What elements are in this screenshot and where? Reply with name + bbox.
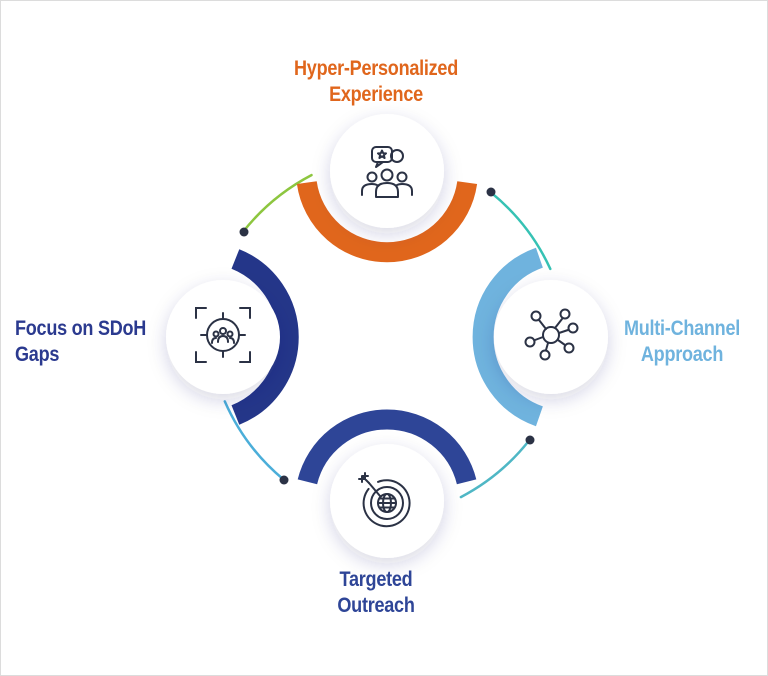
label-line: Approach bbox=[640, 343, 724, 366]
connector-dot-right-bottom bbox=[525, 435, 535, 445]
label-line: Experience bbox=[329, 83, 423, 106]
node-hyper-personalized bbox=[296, 114, 478, 263]
connector-dot-top-right bbox=[486, 187, 496, 197]
node-top-disc bbox=[330, 114, 444, 228]
label-multi-channel: Multi-Channel Approach bbox=[618, 316, 747, 368]
label-line: Focus on SDoH bbox=[15, 317, 147, 340]
connector-dot-left-bottom bbox=[279, 475, 289, 485]
node-focus-sdoh bbox=[166, 249, 299, 425]
node-multi-channel bbox=[472, 247, 608, 427]
focus-group-icon bbox=[195, 307, 251, 363]
node-right-disc bbox=[494, 280, 608, 394]
connector-top-left bbox=[241, 173, 313, 234]
node-bottom-disc bbox=[330, 444, 444, 558]
connector-left-bottom bbox=[223, 400, 285, 481]
label-focus-sdoh: Focus on SDoH Gaps bbox=[15, 316, 153, 368]
connector-top-right bbox=[489, 191, 552, 271]
connector-dot-top-left bbox=[239, 227, 249, 237]
node-targeted-outreach bbox=[297, 409, 477, 558]
label-line: Targeted bbox=[339, 568, 413, 591]
node-right-ring bbox=[472, 247, 544, 427]
label-line: Hyper-Personalized bbox=[294, 57, 458, 80]
label-line: Multi-Channel bbox=[623, 317, 741, 340]
connector-right-bottom bbox=[459, 438, 531, 499]
label-line: Gaps bbox=[15, 343, 60, 366]
node-left-ring bbox=[231, 249, 299, 425]
target-globe-icon bbox=[358, 472, 411, 528]
node-bottom-ring bbox=[297, 409, 477, 485]
network-icon bbox=[524, 308, 579, 361]
node-top-ring bbox=[296, 180, 478, 263]
label-line: Outreach bbox=[337, 594, 415, 617]
people-star-icon bbox=[361, 146, 413, 198]
label-targeted-outreach: Targeted Outreach bbox=[303, 567, 449, 619]
label-hyper-personalized: Hyper-Personalized Experience bbox=[269, 56, 484, 108]
